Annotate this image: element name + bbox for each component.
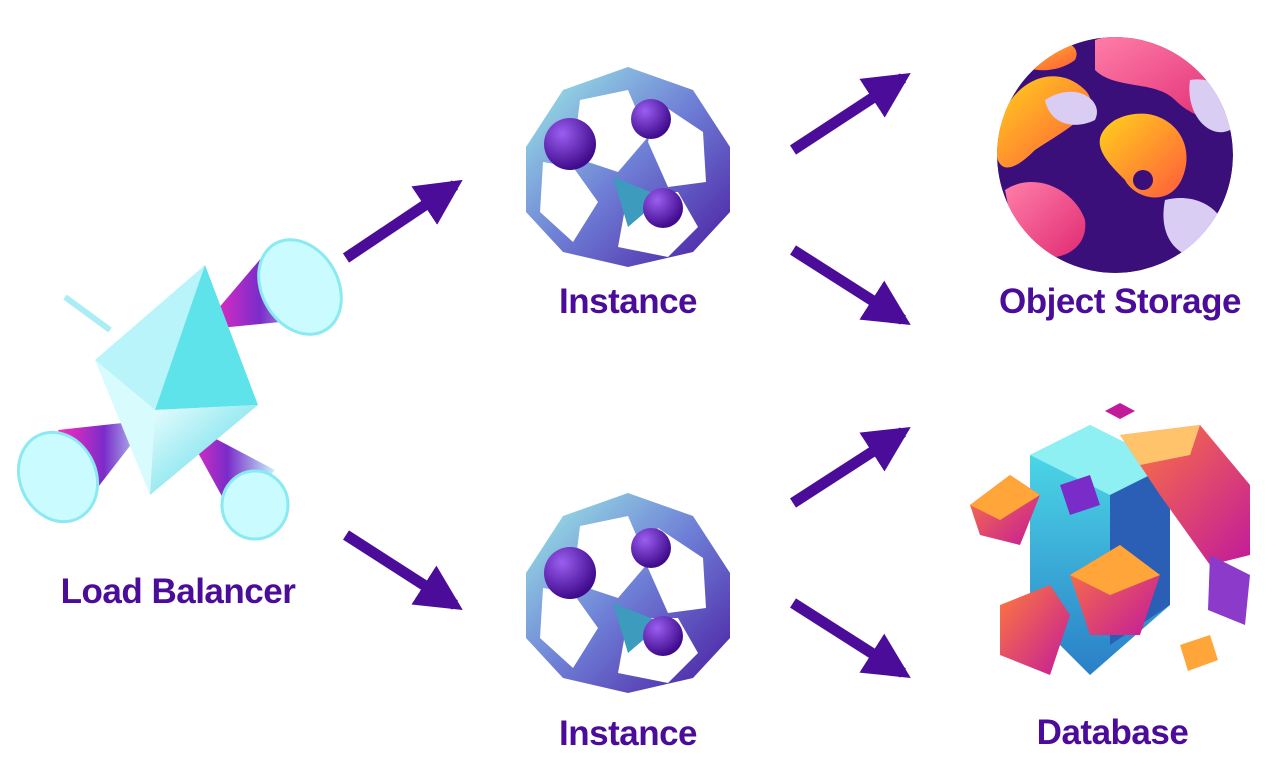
- instance-bottom-label: Instance: [559, 714, 698, 753]
- blob-sphere-icon: [997, 37, 1233, 273]
- arrow-instance-top-to-storage: [789, 72, 911, 155]
- arrow-lb-to-instance-bottom: [343, 530, 463, 610]
- database-label: Database: [1036, 713, 1189, 752]
- arrow-instance-top-to-database: [790, 245, 911, 325]
- object-storage-label: Object Storage: [999, 282, 1241, 321]
- instance-top-node: Instance: [518, 62, 738, 332]
- cubes-icon: [970, 403, 1250, 675]
- arrow-lb-to-instance-top: [342, 179, 463, 263]
- instance-bottom-node: Instance: [518, 488, 738, 758]
- instance-sphere-icon: [526, 493, 730, 693]
- arrow-instance-bottom-to-database: [790, 598, 911, 678]
- object-storage-node: Object Storage: [975, 20, 1265, 340]
- instance-sphere-icon: [526, 67, 730, 267]
- arrow-instance-bottom-to-storage: [790, 426, 911, 508]
- database-node: Database: [960, 395, 1265, 765]
- instance-top-label: Instance: [559, 282, 698, 321]
